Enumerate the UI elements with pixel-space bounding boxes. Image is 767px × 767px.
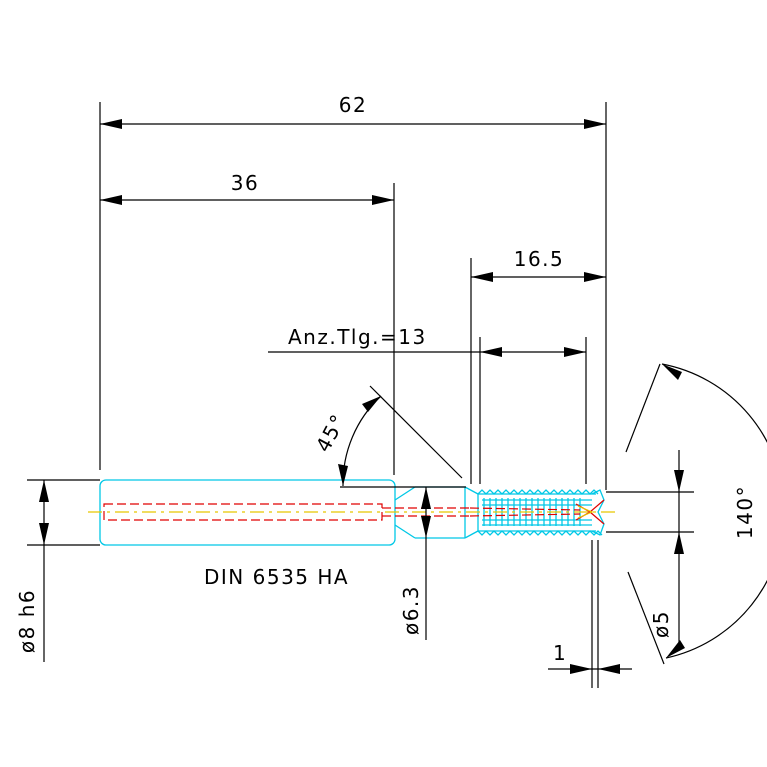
chamfer-top	[464, 486, 479, 495]
thread-diameter-label: ø5	[649, 610, 673, 638]
neck-taper-top	[394, 486, 416, 501]
tip-outline	[591, 489, 605, 536]
chamfer-angle-label: 45°	[311, 409, 351, 456]
chamfer-bottom	[464, 530, 479, 539]
tool-outline	[99, 479, 605, 546]
dimension-shank-length: 36	[100, 171, 395, 475]
neck-diameter-label: ø6.3	[399, 585, 423, 635]
dimension-tip-length: 1	[548, 540, 632, 688]
shank-diameter-label: ø8 h6	[15, 589, 39, 653]
dimension-total-length: 62	[99, 93, 607, 490]
dimension-thread-length: 16.5	[470, 247, 606, 484]
coolant-bore	[103, 499, 605, 525]
dimension-shank-diameter: ø8 h6	[15, 479, 100, 662]
tip-length-label: 1	[553, 641, 567, 665]
point-angle-label: 140°	[733, 485, 757, 539]
total-length-label: 62	[339, 93, 367, 117]
dimension-tooth-count: Anz.Tlg.=13	[268, 325, 587, 484]
shank-length-label: 36	[231, 171, 259, 195]
dimension-chamfer-angle: 45°	[311, 385, 466, 488]
neck-taper-bottom	[394, 524, 416, 539]
dimension-neck-diameter: ø6.3	[399, 487, 431, 640]
dimension-thread-diameter: ø5	[606, 450, 694, 648]
thread-profile	[477, 489, 603, 536]
thread-length-label: 16.5	[514, 247, 565, 271]
dimension-point-angle: 140°	[625, 363, 767, 665]
standard-label: DIN 6535 HA	[204, 565, 349, 589]
tooth-count-label: Anz.Tlg.=13	[288, 325, 427, 349]
